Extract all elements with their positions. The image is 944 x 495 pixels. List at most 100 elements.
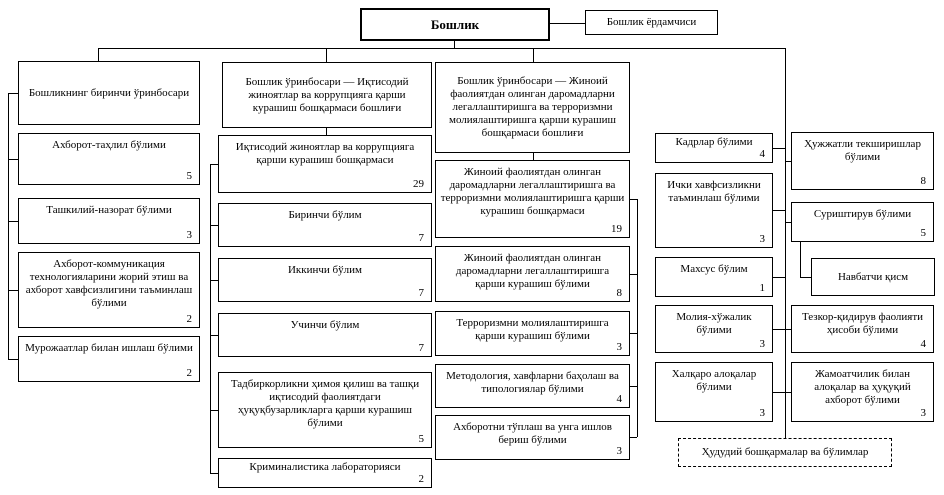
box-label: Иқтисодий жиноятлар ва коррупцияга қарши… [235, 141, 415, 166]
box-label: Жиноий фаолиятдан олинган даромадларни л… [455, 252, 610, 290]
staff-count: 19 [611, 223, 622, 235]
connector-line [773, 277, 785, 278]
box-label: Биринчи бўлим [288, 209, 362, 221]
first-division-box: Биринчи бўлим 7 [218, 203, 432, 247]
staff-count: 5 [418, 433, 425, 445]
connector-line [8, 359, 18, 360]
connector-line [773, 148, 785, 149]
connector-line [8, 221, 18, 222]
box-label: Тадбиркорликни ҳимоя қилиш ва ташқи иқти… [230, 378, 420, 429]
box-label: Молия-хўжалик бўлими [676, 311, 752, 336]
staff-count: 5 [186, 170, 193, 182]
boss-box: Бошлик [360, 8, 550, 41]
staff-count: 2 [186, 367, 193, 379]
territorial-label: Ҳудудий бошқармалар ва бўлимлар [701, 446, 869, 458]
connector-line [8, 93, 18, 94]
first-deputy-box: Бошликнинг биринчи ўринбосари [18, 61, 200, 125]
connector-line [8, 159, 18, 160]
connector-line [210, 280, 218, 281]
staff-count: 3 [759, 338, 766, 350]
deputy-aml-label: Бошлик ўринбосари — Жиноий фаолиятдан ол… [448, 75, 617, 139]
box-label: Жамоатчилик билан алоқалар ва ҳуқуқий ах… [814, 368, 911, 406]
info-analysis-box: Ахборот-таҳлил бўлими 5 [18, 133, 200, 185]
connector-line [454, 41, 455, 48]
connector-line [98, 48, 786, 49]
connector-line [786, 161, 791, 162]
org-control-box: Ташкилий-назорат бўлими 3 [18, 198, 200, 244]
staff-count: 1 [759, 282, 766, 294]
economic-crimes-dept-box: Иқтисодий жиноятлар ва коррупцияга қарши… [218, 135, 432, 193]
connector-line [773, 210, 785, 211]
box-label: Навбатчи қисм [837, 270, 909, 283]
staff-count: 3 [759, 407, 766, 419]
connector-line [800, 277, 811, 278]
second-division-box: Иккинчи бўлим 7 [218, 258, 432, 302]
box-label: Ҳужжатли текширишлар бўлими [804, 138, 921, 163]
box-label: Иккинчи бўлим [287, 264, 362, 276]
special-division-box: Махсус бўлим 1 [655, 257, 773, 297]
box-label: Учинчи бўлим [290, 319, 360, 331]
connector-line [8, 290, 18, 291]
box-label: Ахборотни тўплаш ва унга ишлов бериш бўл… [453, 421, 612, 446]
box-label: Терроризмни молиялаштиришга қарши кураши… [456, 317, 609, 342]
methodology-box: Методология, хавфларни баҳолаш ва типоло… [435, 364, 630, 408]
connector-line [773, 329, 785, 330]
box-label: Суриштирув бўлими [813, 208, 912, 220]
internal-security-box: Ички хавфсизликни таъминлаш бўлими 3 [655, 173, 773, 248]
aml-division-box: Жиноий фаолиятдан олинган даромадларни л… [435, 246, 630, 302]
connector-line [326, 128, 327, 135]
public-relations-box: Жамоатчилик билан алоқалар ва ҳуқуқий ах… [791, 362, 934, 422]
connector-line [8, 93, 9, 359]
deputy-aml-box: Бошлик ўринбосари — Жиноий фаолиятдан ол… [435, 62, 630, 153]
staff-count: 4 [920, 338, 927, 350]
aml-dept-box: Жиноий фаолиятдан олинган даромадларни л… [435, 160, 630, 238]
box-label: Тезкор-қидирув фаолияти ҳисоби бўлими [801, 311, 924, 336]
staff-count: 29 [413, 178, 424, 190]
connector-line [210, 335, 218, 336]
staff-count: 5 [920, 227, 927, 239]
forensics-lab-box: Криминалистика лабораторияси 2 [218, 458, 432, 488]
connector-line [210, 410, 218, 411]
boss-assistant-label: Бошлик ёрдамчиси [606, 16, 697, 28]
connector-line [98, 48, 99, 61]
info-collection-box: Ахборотни тўплаш ва унга ишлов бериш бўл… [435, 415, 630, 460]
staff-count: 7 [418, 342, 425, 354]
staff-count: 8 [616, 287, 623, 299]
staff-count: 8 [920, 175, 927, 187]
box-label: Ички хавфсизликни таъминлаш бўлими [667, 179, 761, 204]
box-label: Ахборот-коммуникация технологияларини жо… [25, 258, 193, 309]
connector-line [533, 153, 534, 160]
box-label: Ахборот-таҳлил бўлими [52, 139, 166, 151]
box-label: Криминалистика лабораторияси [249, 461, 401, 473]
duty-unit-box: Навбатчи қисм [811, 258, 935, 296]
connector-line [630, 199, 637, 200]
inquiry-box: Суриштирув бўлими 5 [791, 202, 934, 242]
box-label: Жиноий фаолиятдан олинган даромадларни л… [440, 166, 625, 217]
connector-line [210, 473, 218, 474]
connector-line [210, 164, 218, 165]
staff-count: 2 [418, 473, 425, 485]
box-label: Методология, хавфларни баҳолаш ва типоло… [446, 370, 619, 395]
connector-line [785, 48, 786, 438]
deputy-economic-crimes-box: Бошлик ўринбосари — Иқтисодий жиноятлар … [222, 62, 432, 128]
staff-count: 3 [616, 341, 623, 353]
deputy-economic-crimes-label: Бошлик ўринбосари — Иқтисодий жиноятлар … [245, 75, 409, 114]
document-audit-box: Ҳужжатли текширишлар бўлими 8 [791, 132, 934, 190]
box-label: Ташкилий-назорат бўлими [46, 204, 172, 216]
staff-count: 3 [186, 229, 193, 241]
operational-search-box: Тезкор-қидирув фаолияти ҳисоби бўлими 4 [791, 305, 934, 353]
staff-count: 3 [920, 407, 927, 419]
finance-box: Молия-хўжалик бўлими 3 [655, 305, 773, 353]
boss-assistant-box: Бошлик ёрдамчиси [585, 10, 718, 35]
connector-line [210, 225, 218, 226]
connector-line [786, 222, 791, 223]
staff-count: 3 [616, 445, 623, 457]
staff-count: 4 [616, 393, 623, 405]
connector-line [326, 48, 327, 62]
international-relations-box: Халқаро алоқалар бўлими 3 [655, 362, 773, 422]
connector-line [630, 333, 637, 334]
staff-count: 7 [418, 232, 425, 244]
connector-line [786, 329, 791, 330]
first-deputy-label: Бошликнинг биринчи ўринбосари [28, 86, 190, 99]
